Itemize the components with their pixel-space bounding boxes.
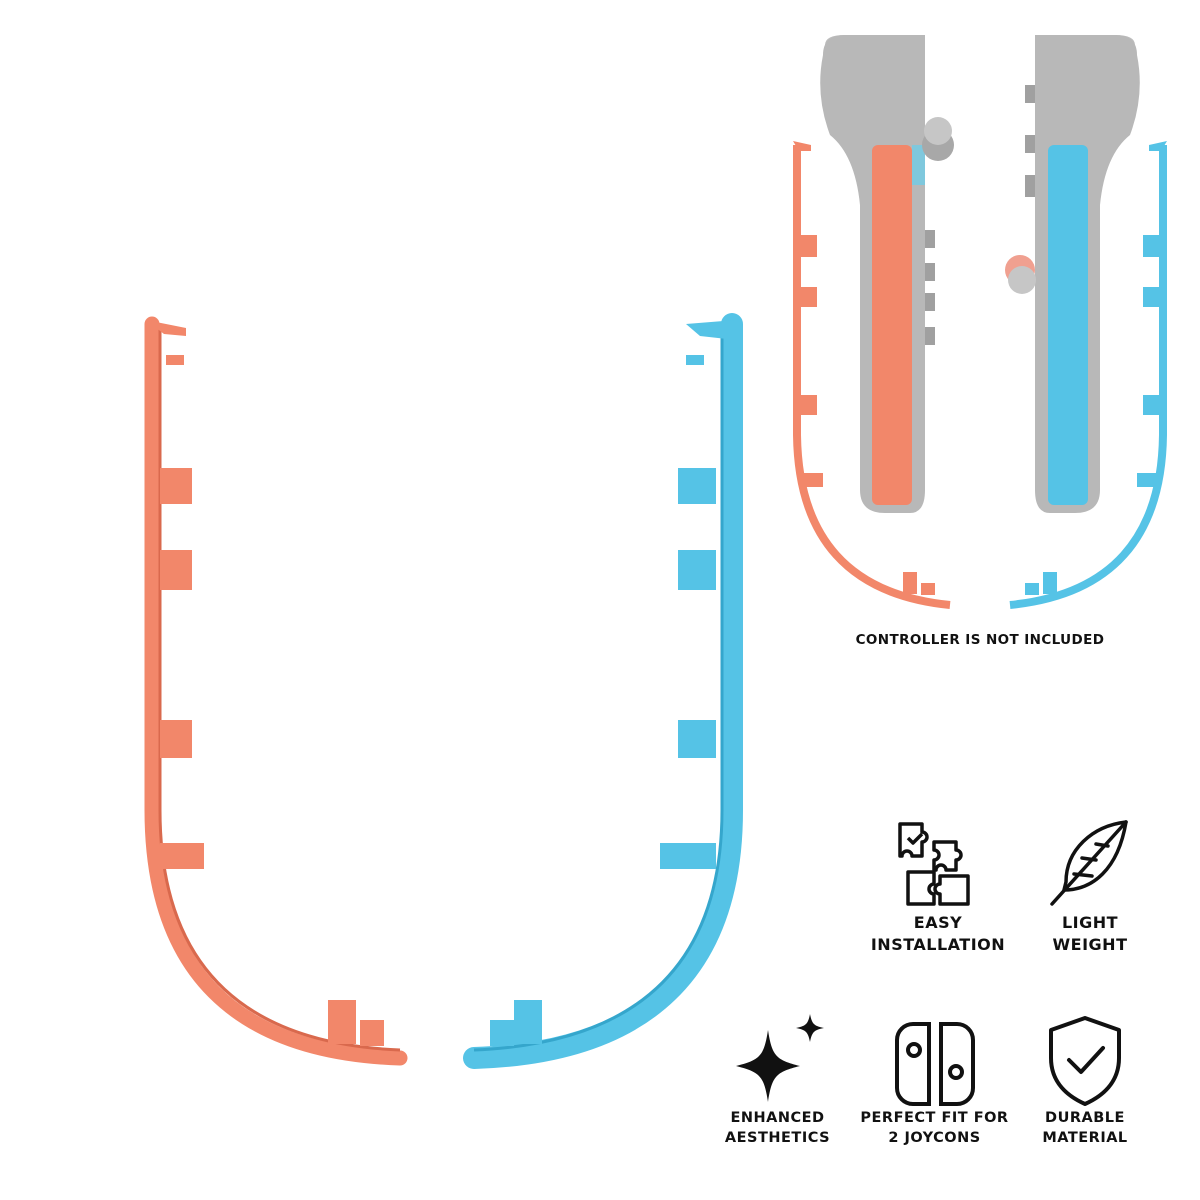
feature-perfect-fit-line2: 2 JOYCONS — [888, 1130, 981, 1146]
feature-light-weight-line1: LIGHT — [1061, 913, 1119, 932]
feature-durable-material-line1: DURABLE — [1045, 1110, 1125, 1126]
blue-rail-large — [463, 313, 743, 1069]
feature-durable-material: DURABLE MATERIAL — [1025, 1014, 1145, 1148]
feature-light-weight: LIGHT WEIGHT — [1030, 816, 1150, 956]
joycon-icon — [894, 1022, 975, 1106]
right-joycon-diagram — [1005, 35, 1167, 609]
feature-enhanced-aesthetics: ENHANCED AESTHETICS — [710, 1012, 845, 1148]
feature-perfect-fit-line1: PERFECT FIT FOR — [860, 1110, 1009, 1126]
feather-icon — [1050, 820, 1128, 906]
feature-easy-installation-line1: EASY — [913, 913, 963, 932]
feature-light-weight-line2: WEIGHT — [1052, 935, 1128, 954]
feature-perfect-fit: PERFECT FIT FOR 2 JOYCONS — [852, 1020, 1017, 1148]
feature-easy-installation: EASY INSTALLATION — [858, 816, 1018, 956]
feature-enhanced-aesthetics-line1: ENHANCED — [730, 1110, 825, 1126]
left-joycon-diagram — [793, 35, 954, 609]
feature-durable-material-line2: MATERIAL — [1042, 1130, 1128, 1146]
shield-check-icon — [1049, 1016, 1121, 1106]
puzzle-icon — [898, 822, 970, 906]
feature-easy-installation-line2: INSTALLATION — [870, 935, 1006, 954]
coral-rail-large — [144, 316, 408, 1066]
feature-enhanced-aesthetics-line2: AESTHETICS — [724, 1130, 831, 1146]
controller-not-included-note: CONTROLLER IS NOT INCLUDED — [855, 632, 1105, 648]
sparkle-icon — [735, 1014, 824, 1102]
